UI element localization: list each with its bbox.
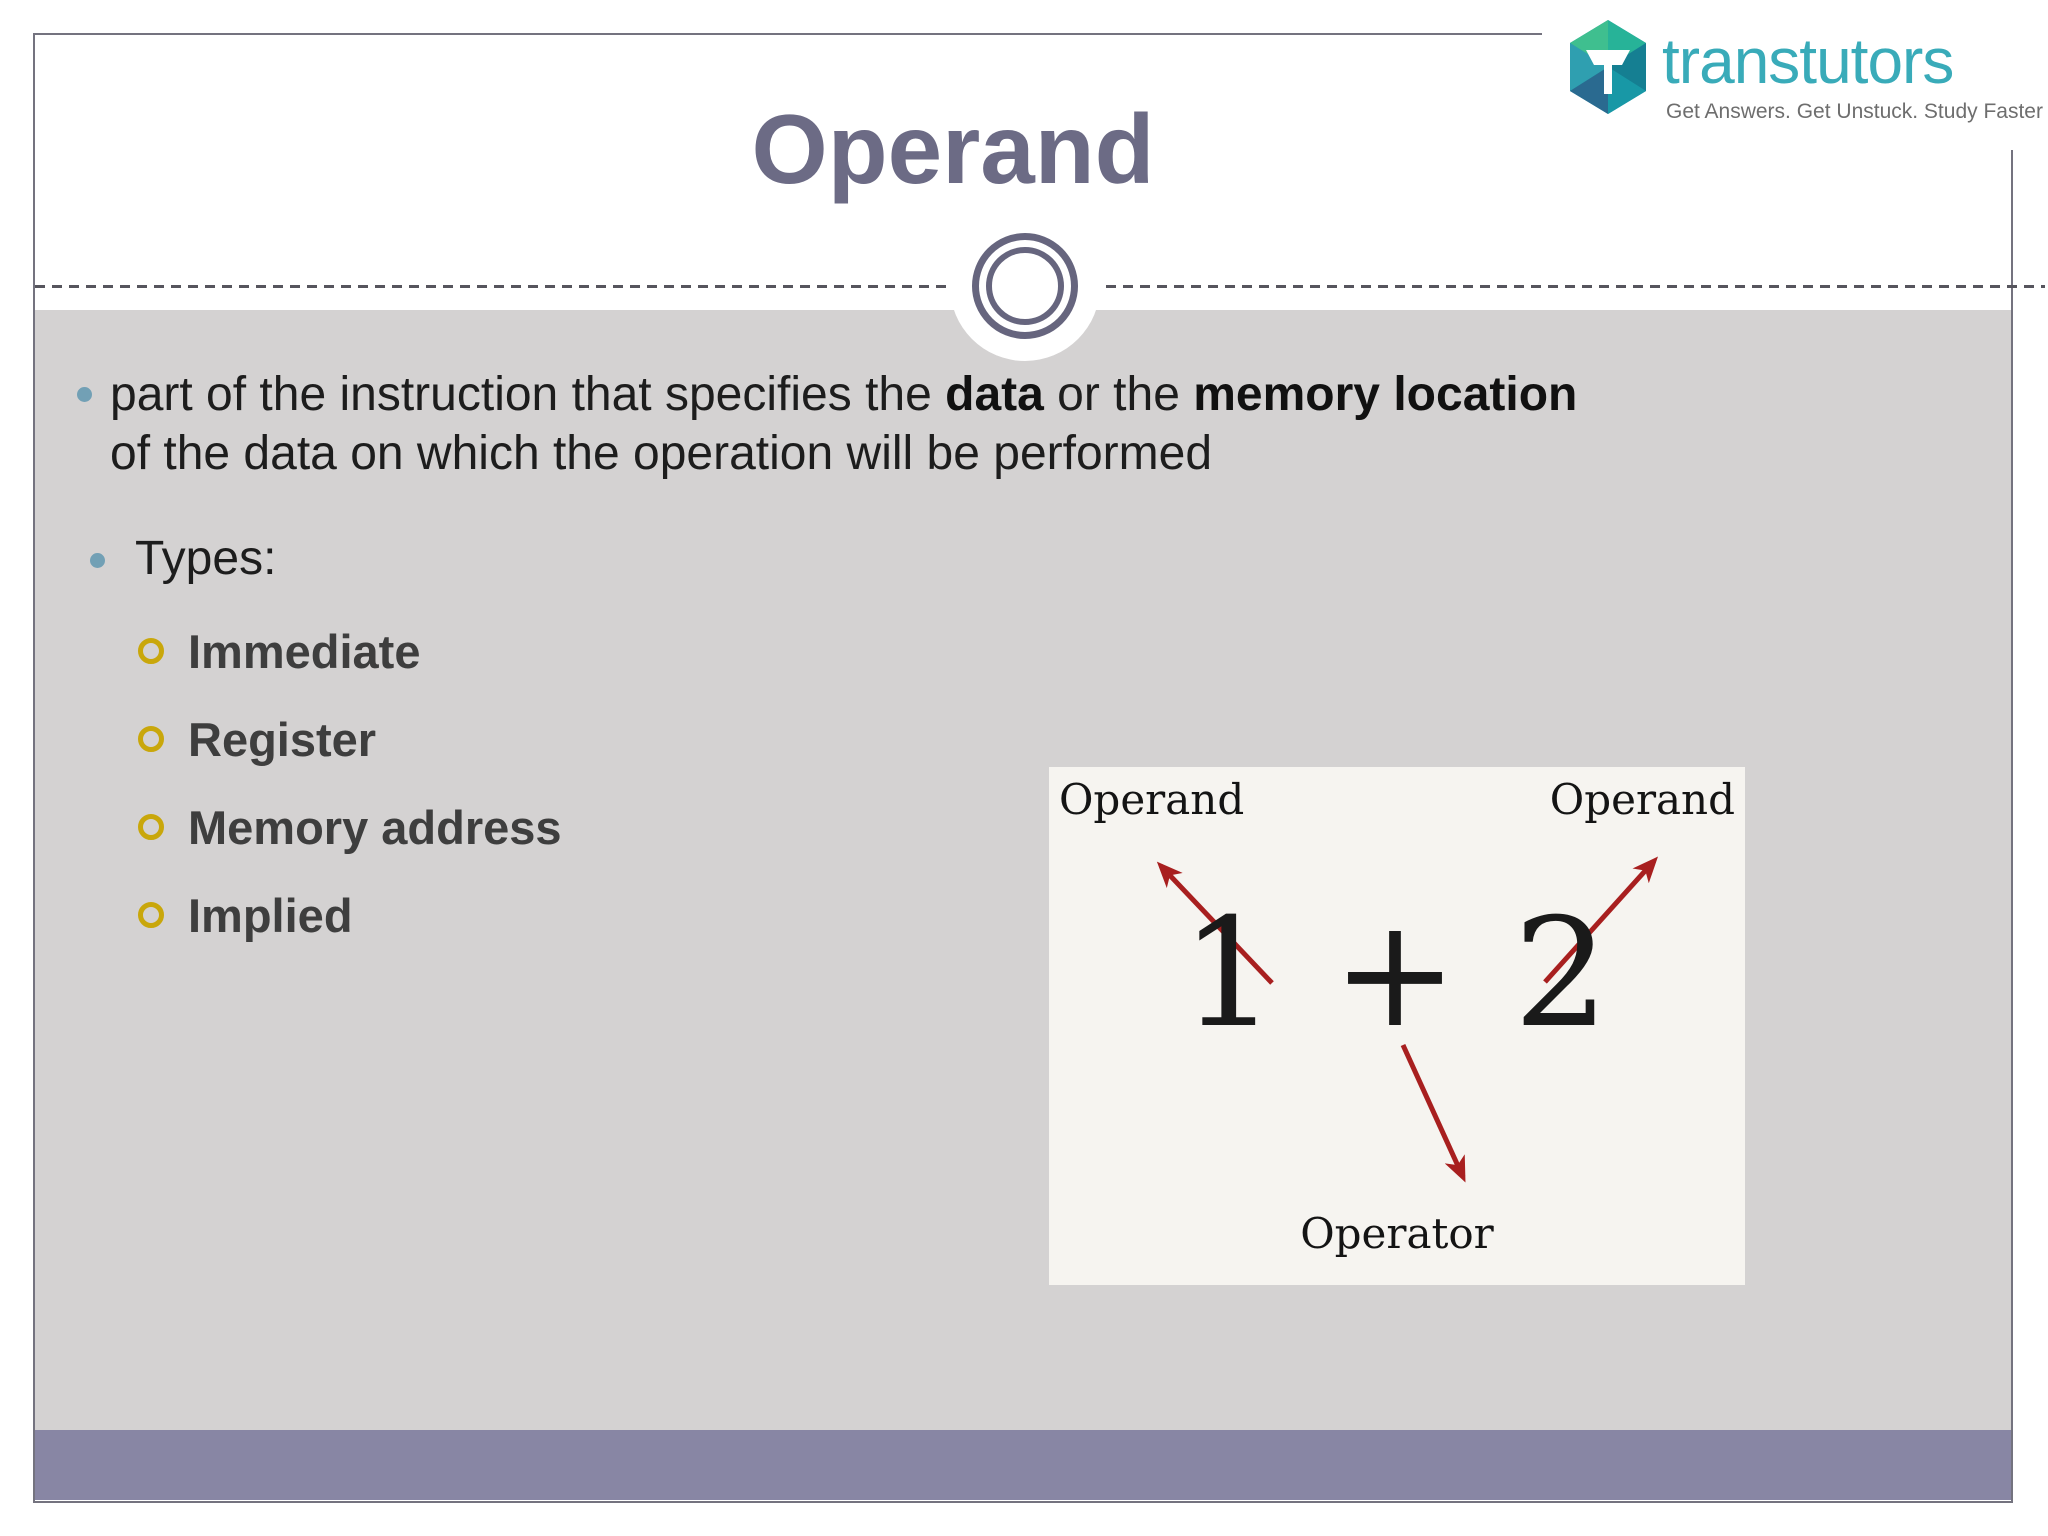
bullet-definition-line2: of the data on which the operation will … bbox=[110, 427, 1213, 480]
type-label: Memory address bbox=[188, 800, 562, 854]
brand-tagline: Get Answers. Get Unstuck. Study Faster bbox=[1666, 100, 2043, 123]
circle-bullet-icon bbox=[138, 638, 164, 664]
figure-label-operand-right: Operand bbox=[1549, 775, 1735, 824]
circle-bullet-icon bbox=[138, 814, 164, 840]
list-item: Implied bbox=[138, 871, 562, 959]
types-heading: Types: bbox=[135, 532, 277, 585]
figure-expression: 1 + 2 bbox=[1181, 887, 1613, 1061]
footer-bar bbox=[35, 1430, 2011, 1500]
figure-arrows bbox=[1156, 856, 1659, 1183]
circle-bullet-icon bbox=[138, 726, 164, 752]
arrow-to-left-operand-icon bbox=[1156, 861, 1274, 985]
definition-seg1: part of the instruction that specifies t… bbox=[110, 368, 946, 421]
type-label: Implied bbox=[188, 888, 353, 942]
bullet-dot-icon bbox=[77, 387, 92, 402]
list-item: Memory address bbox=[138, 783, 562, 871]
logo-hexagon-icon bbox=[1570, 20, 1646, 114]
figure-label-operand-left: Operand bbox=[1059, 775, 1245, 824]
definition-seg3: or the bbox=[1043, 368, 1194, 421]
type-label: Register bbox=[188, 712, 377, 766]
definition-bold-data: data bbox=[945, 368, 1044, 421]
slide-title: Operand bbox=[751, 94, 1155, 204]
list-item: Register bbox=[138, 695, 562, 783]
transtutors-logo: transtutors Get Answers. Get Unstuck. St… bbox=[1542, 0, 2048, 150]
arrow-to-operator-icon bbox=[1400, 1043, 1466, 1183]
type-label: Immediate bbox=[188, 624, 421, 678]
bullet-definition-line1: part of the instruction that specifies t… bbox=[110, 365, 1990, 424]
divider-circle-ornament-inner-icon bbox=[986, 247, 1064, 325]
figure-label-operator: Operator bbox=[1300, 1209, 1494, 1258]
operand-figure: Operand Operand 1 + 2 Operator bbox=[1049, 767, 1745, 1285]
definition-bold-memory-location: memory location bbox=[1193, 368, 1578, 421]
bullet-definition: part of the instruction that specifies t… bbox=[110, 365, 1990, 483]
arrow-to-right-operand-icon bbox=[1543, 856, 1659, 984]
brand-text: transtutors bbox=[1662, 25, 1954, 97]
divider-circle-ornament-icon bbox=[972, 233, 1078, 339]
types-list: Immediate Register Memory address Implie… bbox=[138, 607, 562, 959]
list-item: Immediate bbox=[138, 607, 562, 695]
bullet-dot-icon bbox=[90, 553, 105, 568]
circle-bullet-icon bbox=[138, 902, 164, 928]
